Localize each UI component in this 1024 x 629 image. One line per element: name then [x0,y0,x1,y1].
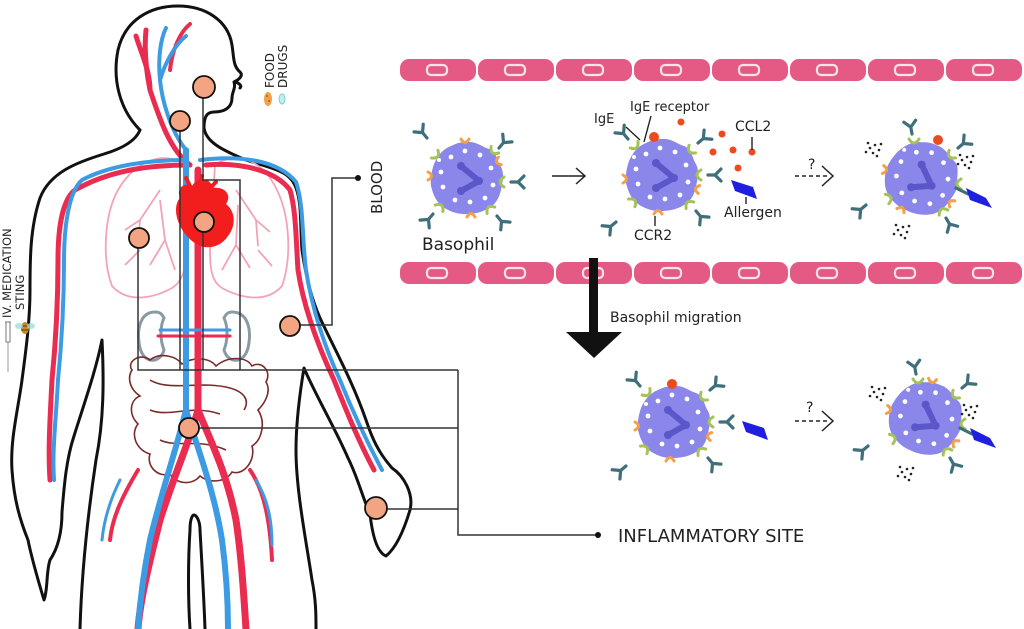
site-arm [279,315,301,337]
ccl2-chemokines [677,118,756,172]
allergen-shape-2 [742,421,768,440]
free-ige [600,215,622,237]
allergen-label: Allergen [724,205,782,221]
ccr2-label: CCR2 [634,228,672,244]
question-mark-site: ? [806,400,813,416]
basophil-migration-arrow: Basophil migration [566,258,742,358]
mediator-dots [868,385,887,402]
sting-label: STING [13,275,27,310]
basophil-resting [412,122,526,232]
uncertain-arrow-blood: ? [795,157,835,187]
site-mouth [192,75,216,99]
arrow-to-sensitized [552,167,587,185]
free-ige-3 [610,459,632,481]
inflammatory-site-pointer-dot [595,532,601,538]
pill-icon [278,93,286,105]
mediator-dots [864,141,883,158]
ccl2-label: CCL2 [735,119,771,135]
blood-label: BLOOD [368,161,386,214]
mediator-dots [960,403,979,420]
food-drugs-label-group: FOOD DRUGS [263,45,290,106]
drugs-label: DRUGS [276,45,290,88]
free-ige-4 [852,439,874,461]
allergen-shape [731,180,757,199]
vessel-wall-top [398,57,1024,83]
exposure-sites [128,75,388,520]
mediator-dots [956,153,975,170]
syringe-icon [5,321,11,372]
mediator-dots [892,223,911,240]
vessel-wall-bottom [398,260,1024,286]
basophil-sensitized [613,123,723,227]
question-mark-blood: ? [808,157,815,173]
connector-lines [137,98,601,538]
uncertain-arrow-site: ? [795,400,835,432]
food-label: FOOD [263,53,277,88]
free-ige-2 [850,198,872,220]
veins [51,26,384,629]
ige-label: IgE [594,112,614,127]
cookie-icon [264,92,272,106]
site-throat [169,110,191,132]
body-outline-left [10,128,142,629]
basophil-label: Basophil [422,235,494,255]
ige-receptor-label: IgE receptor [630,100,710,115]
inflammatory-compartment: ? [610,358,996,482]
site-lung [128,227,150,249]
human-body-figure [10,4,601,629]
mediator-dots [896,465,915,482]
basophil-activated-site [878,358,996,474]
site-heart [193,211,215,233]
blood-compartment: BLOOD Basophil [368,57,1024,286]
body-outline [114,4,413,629]
basophil-migration-label: Basophil migration [610,310,742,326]
inflammatory-site-label: INFLAMMATORY SITE [618,526,804,547]
bee-icon [15,322,35,334]
site-gut [178,417,200,439]
site-hand [364,496,388,520]
basophil-activated-blood [874,118,992,234]
basophil-migrated [625,370,735,474]
iv-sting-label-group: IV. MEDICATION STING [0,228,35,372]
iv-medication-label: IV. MEDICATION [0,228,14,318]
blood-pointer-dot [355,175,361,181]
